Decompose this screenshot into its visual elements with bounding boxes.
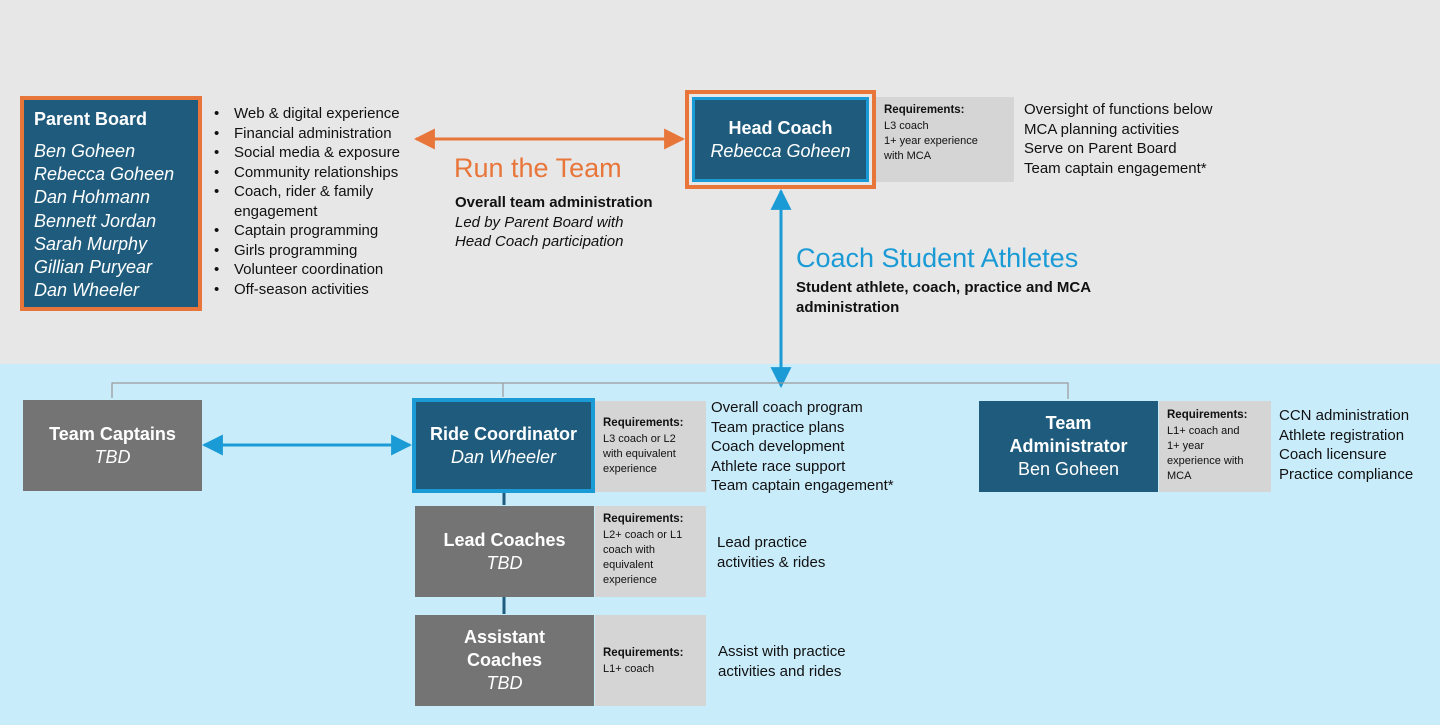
duty-item: Athlete race support (711, 457, 846, 475)
assistant-coaches-duties: Assist with practice activities and ride… (718, 642, 846, 681)
duty-item: activities & rides (717, 553, 826, 571)
assistant-coaches-box: Assistant Coaches TBD (415, 615, 594, 706)
lead-coaches-requirements: Requirements: L2+ coach or L1 coach with… (595, 506, 706, 597)
duty-item: Community relationships (212, 163, 422, 183)
team-administrator-name: Ben Goheen (1017, 459, 1120, 479)
duty-item: Lead practice (717, 534, 808, 551)
assistant-coaches-title: Coaches (466, 650, 543, 670)
head-coach-duties: Oversight of functions below MCA plannin… (1024, 100, 1212, 178)
parent-board-member: Rebecca Goheen (34, 164, 175, 185)
requirements-label: Requirements: (884, 104, 965, 116)
ride-coordinator-box: Ride Coordinator Dan Wheeler (412, 398, 595, 493)
duty-item: Coach, rider & family engagement (212, 182, 422, 221)
assistant-coaches-requirements: Requirements: L1+ coach (595, 615, 706, 706)
run-the-team-note: Head Coach participation (455, 233, 624, 250)
coach-student-athletes-title: Coach Student Athletes (796, 243, 1079, 273)
ride-coordinator-duties: Overall coach program Team practice plan… (711, 398, 894, 496)
team-administrator-duties: CCN administration Athlete registration … (1279, 406, 1413, 484)
duty-item: Team captain engagement* (1024, 159, 1207, 177)
duty-item: Serve on Parent Board (1024, 140, 1177, 157)
duty-item: Web & digital experience (212, 104, 422, 124)
duty-item: Off-season activities (212, 280, 422, 300)
duty-item: MCA planning activities (1024, 120, 1180, 138)
lead-coaches-duties: Lead practice activities & rides (717, 533, 825, 572)
duty-item: Captain programming (212, 221, 422, 241)
requirements-label: Requirements: (603, 647, 684, 659)
duty-item: Coach development (711, 438, 845, 455)
lead-coaches-box: Lead Coaches TBD (415, 506, 594, 597)
parent-board-box: Parent Board Ben Goheen Rebecca Goheen D… (20, 96, 202, 311)
duty-item: Team practice plans (711, 418, 845, 436)
duty-item: Girls programming (212, 241, 422, 261)
run-the-team-note: Led by Parent Board with (455, 213, 624, 231)
duty-item: Assist with practice (718, 643, 846, 660)
duty-item: Team captain engagement* (711, 477, 894, 494)
duty-item: Financial administration (212, 124, 422, 144)
duty-item: Social media & exposure (212, 143, 422, 163)
team-captains-title: Team Captains (49, 423, 176, 444)
requirement-line: with MCA (884, 150, 932, 162)
team-administrator-box: Team Administrator Ben Goheen (979, 401, 1158, 492)
requirement-line: with equivalent (603, 448, 676, 460)
head-coach-name: Rebecca Goheen (710, 140, 851, 161)
ride-coordinator-name: Dan Wheeler (450, 446, 557, 467)
requirement-line: experience with (1167, 455, 1244, 467)
head-coach-inner: Head Coach Rebecca Goheen (692, 97, 869, 182)
duty-item: Volunteer coordination (212, 260, 422, 280)
assistant-coaches-name: TBD (486, 673, 523, 693)
parent-board-member: Ben Goheen (34, 141, 136, 161)
run-the-team-title: Run the Team (454, 153, 622, 183)
parent-board-member: Sarah Murphy (34, 233, 148, 254)
run-the-team-text: Overall team administration Led by Paren… (455, 193, 653, 252)
head-coach-box: Head Coach Rebecca Goheen (685, 90, 876, 189)
parent-board-member: Dan Hohmann (34, 187, 151, 208)
requirements-label: Requirements: (603, 513, 684, 525)
parent-board-members: Ben Goheen Rebecca Goheen Dan Hohmann Be… (34, 140, 188, 302)
coach-student-athletes-subtitle: Student athlete, coach, practice and MCA… (796, 279, 1091, 316)
requirement-line: 1+ year (1167, 440, 1204, 452)
run-the-team-subtitle: Overall team administration (455, 194, 653, 211)
duty-item: Practice compliance (1279, 465, 1414, 483)
requirement-line: L2+ coach or L1 (603, 529, 683, 541)
assistant-coaches-title: Assistant (463, 627, 546, 647)
parent-board-member: Bennett Jordan (34, 210, 157, 231)
duty-item: CCN administration (1279, 407, 1410, 424)
parent-board-member: Gillian Puryear (34, 257, 153, 278)
requirement-line: coach with (603, 544, 655, 556)
head-coach-title: Head Coach (728, 117, 833, 138)
team-captains-name: TBD (94, 446, 131, 467)
requirement-line: L3 coach or L2 (603, 433, 676, 445)
duty-item: Coach licensure (1279, 446, 1387, 463)
ride-coordinator-requirements: Requirements: L3 coach or L2 with equiva… (595, 401, 706, 492)
head-coach-requirements: Requirements: L3 coach 1+ year experienc… (876, 97, 1014, 182)
requirement-line: 1+ year experience (884, 135, 978, 147)
requirement-line: L3 coach (884, 120, 929, 132)
ride-coordinator-title: Ride Coordinator (430, 423, 577, 444)
duty-item: Overall coach program (711, 399, 863, 416)
team-captains-box: Team Captains TBD (23, 400, 202, 491)
lead-coaches-name: TBD (486, 552, 523, 573)
team-administrator-title: Administrator (1009, 436, 1128, 456)
parent-board-title: Parent Board (34, 109, 148, 129)
requirements-label: Requirements: (603, 417, 684, 429)
requirement-line: L1+ coach and (1167, 425, 1240, 437)
team-administrator-requirements: Requirements: L1+ coach and 1+ year expe… (1159, 401, 1271, 492)
team-administrator-title: Team (1045, 413, 1092, 433)
duty-item: Athlete registration (1279, 426, 1405, 444)
requirement-line: experience (603, 574, 657, 586)
requirement-line: MCA (1167, 470, 1192, 482)
requirement-line: equivalent (603, 559, 654, 571)
lead-coaches-title: Lead Coaches (443, 529, 566, 550)
parent-board-duties: Web & digital experience Financial admin… (212, 104, 422, 299)
requirement-line: L1+ coach (603, 663, 655, 675)
duty-item: activities and rides (718, 662, 842, 680)
duty-item: Oversight of functions below (1024, 101, 1213, 118)
requirement-line: experience (603, 463, 657, 475)
parent-board-member: Dan Wheeler (34, 280, 140, 301)
requirements-label: Requirements: (1167, 409, 1248, 421)
